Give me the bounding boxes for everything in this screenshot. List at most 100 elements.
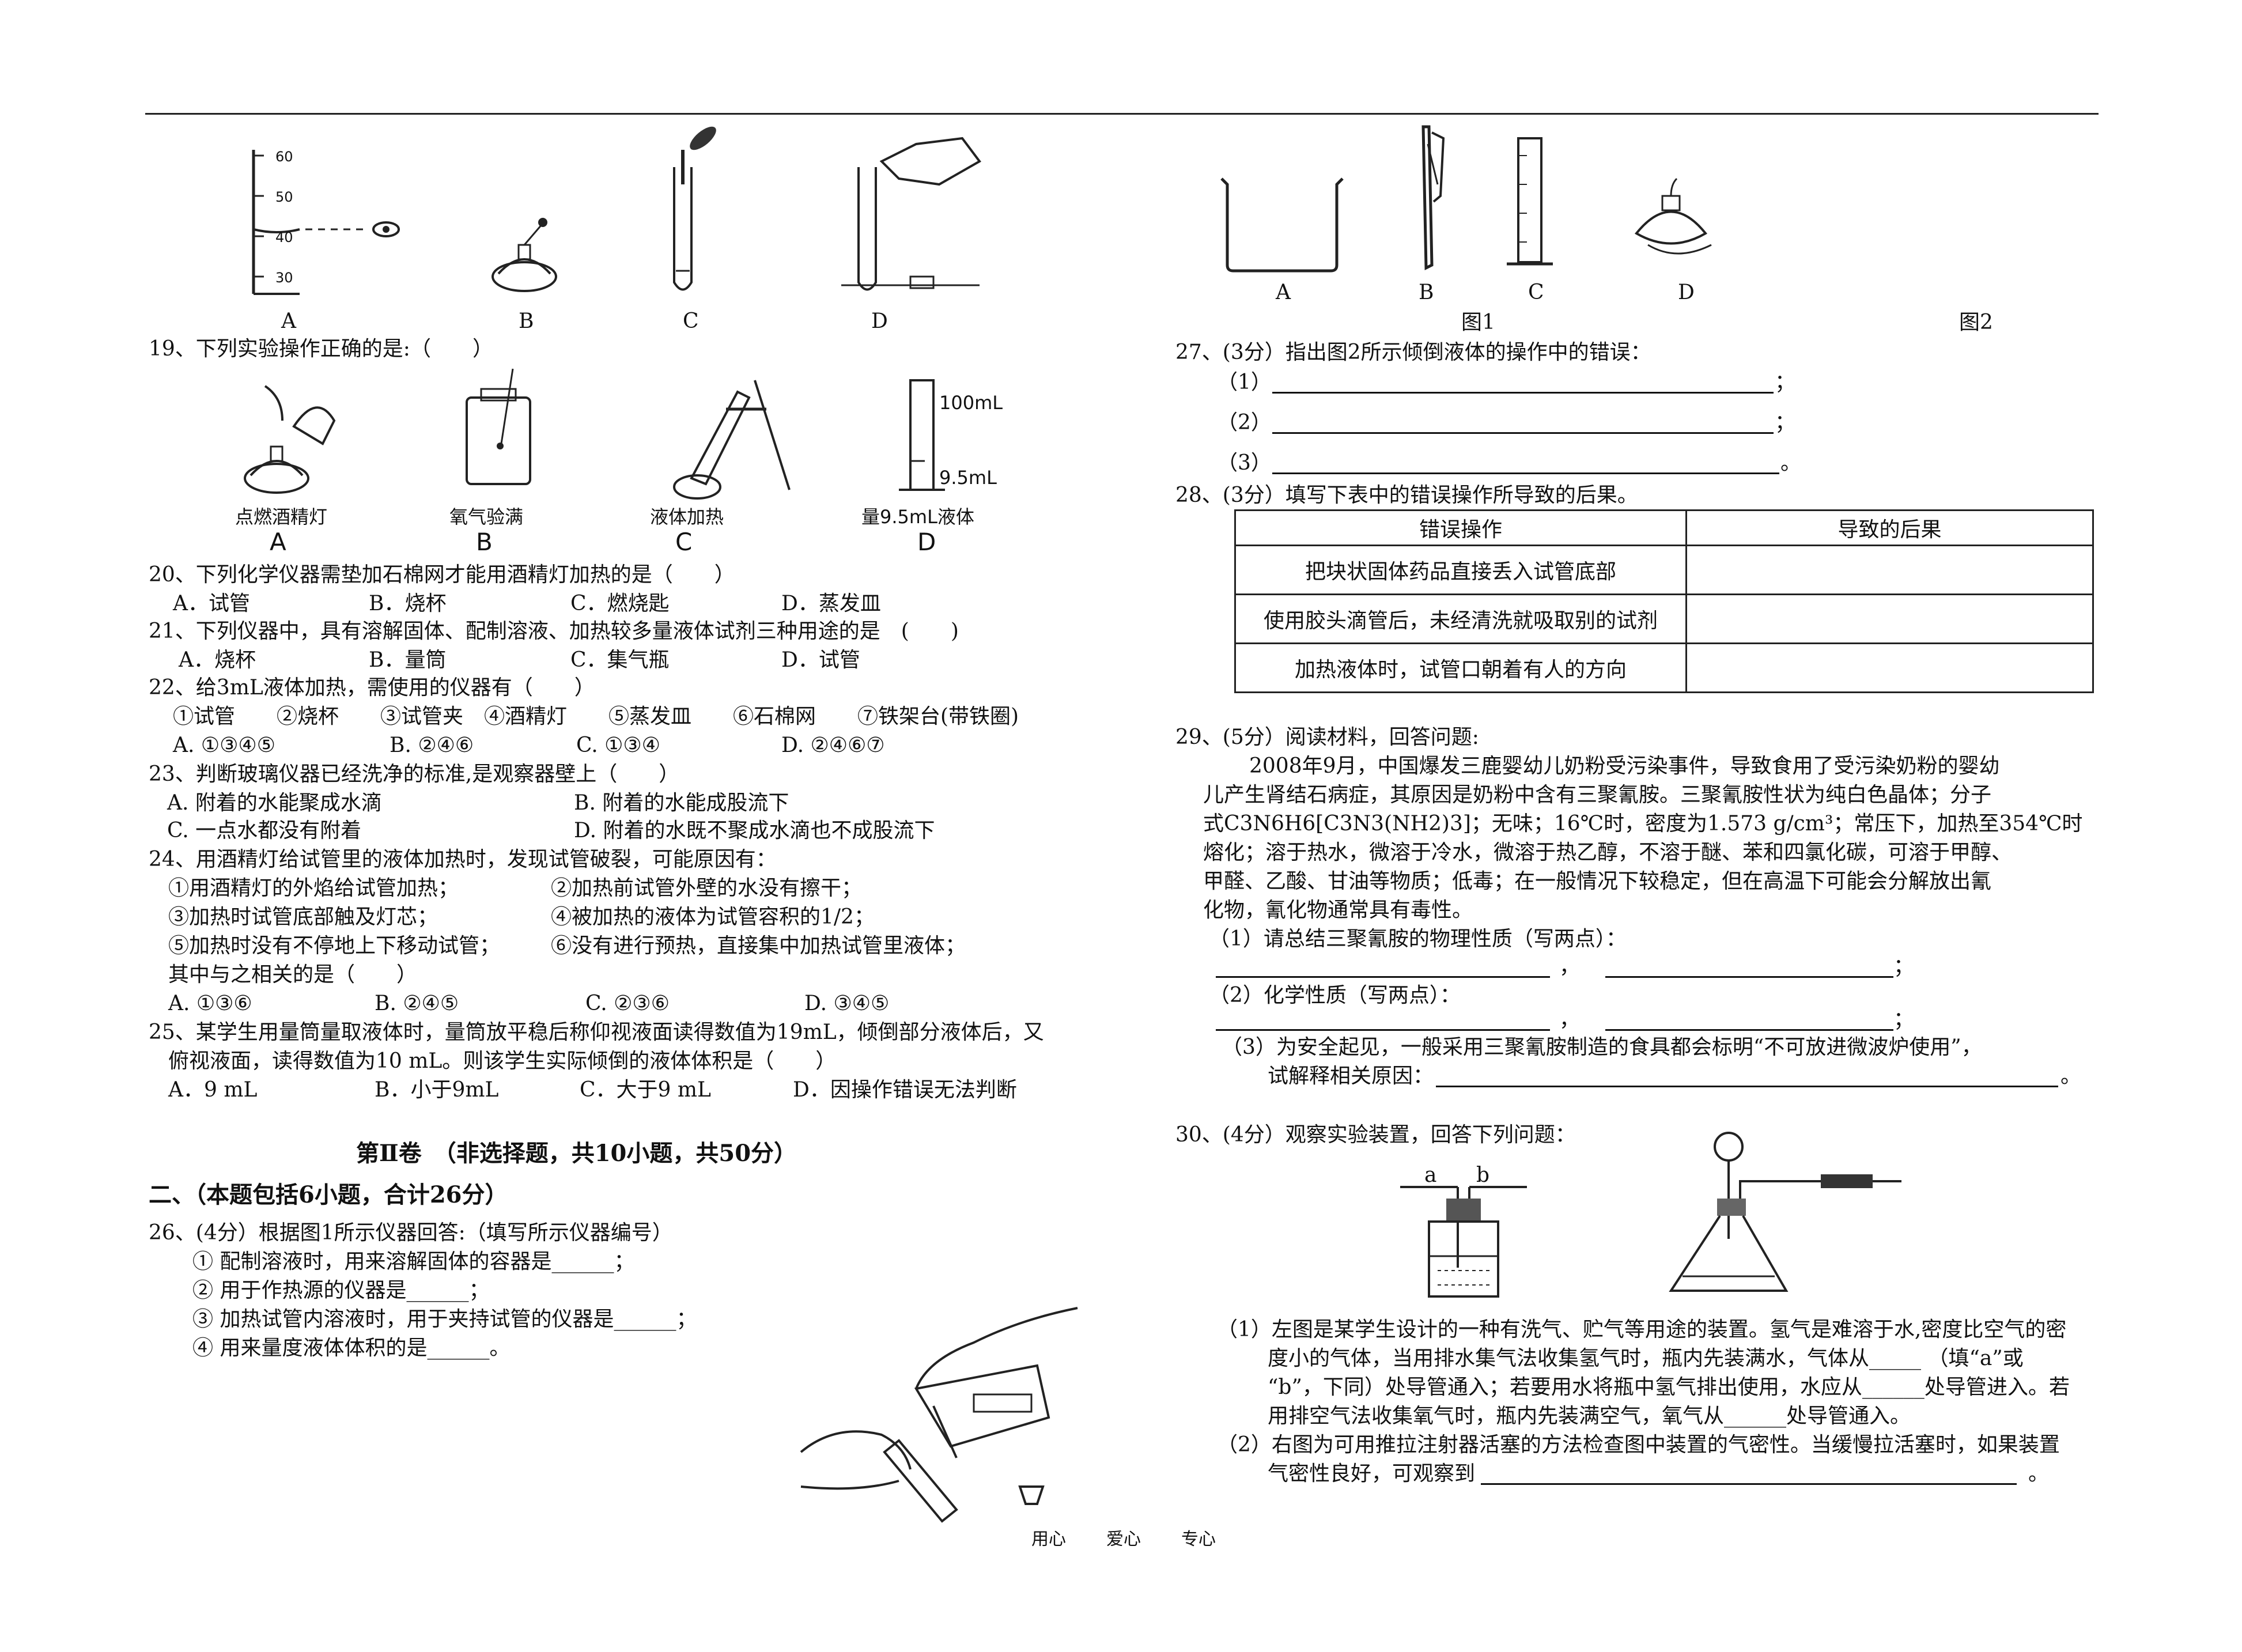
fig1-label-c: C [1528, 281, 1544, 304]
q29-sub3-line1: （3）为安全起见，一般采用三聚氰胺制造的食具都会标明“不可放进微波炉使用”， [1222, 1035, 1982, 1059]
q30-p2-line1: （2）右图为可用推拉注射器活塞的方法检查图中装置的气密性。当缓慢拉活塞时，如果装… [1217, 1433, 2060, 1457]
q27-mark-3: （3） [1217, 451, 1272, 475]
q26-item-4: ④ 用来量度液体体积的是______。 [192, 1336, 511, 1360]
figure-2-pouring-hands [800, 1307, 1078, 1523]
cylinder-reading-figure [252, 150, 400, 295]
part2-title: 第Ⅱ卷 （非选择题，共10小题，共50分） [356, 1140, 797, 1167]
q18-figure-row [252, 126, 981, 295]
q29-passage-4: 熔化；溶于热水，微溶于冷水，微溶于热乙醇，不溶于醚、苯和四氯化碳，可溶于甲醇、 [1203, 841, 2013, 864]
table-cell-operation: 加热液体时，试管口朝着有人的方向 [1234, 642, 1687, 693]
table-cell-consequence[interactable] [1685, 642, 2094, 693]
q19-caption-b: 氧气验满 [449, 506, 524, 528]
q27-mark-2: （2） [1217, 411, 1272, 434]
q21-opt-a: A．烧杯 [179, 648, 256, 672]
q30-p1-line3: “b”，下同）处导管通入；若要用水将瓶中氢气排出使用，水应从______处导管进… [1268, 1375, 2070, 1399]
dropper-test-tube-figure [673, 126, 716, 291]
q24-opt-d: D. ③④⑤ [804, 992, 890, 1015]
table-row: 把块状固体药品直接丢入试管底部 [1234, 545, 2094, 595]
q24-opt-a: A. ①③⑥ [168, 992, 252, 1015]
q21-opt-d: D．试管 [781, 648, 860, 672]
q19-caption-a: 点燃酒精灯 [235, 506, 328, 528]
q23-opt-a: A. 附着的水能聚成水滴 [167, 791, 382, 815]
header-rule [145, 113, 2099, 115]
q27-text: 27、(3分）指出图2所示倾倒液体的操作中的错误： [1175, 341, 1651, 364]
q27-answer-1[interactable] [1272, 372, 1774, 394]
q25-opt-a: A．9 mL [168, 1078, 258, 1102]
q30-apparatus-figure [1400, 1132, 1901, 1298]
q25-opt-d: D．因操作错误无法判断 [793, 1078, 1017, 1102]
table-row: 使用胶头滴管后，未经清洗就吸取别的试剂 [1234, 593, 2094, 644]
q18-label-a: A [281, 309, 296, 333]
q21-opt-c: C．集气瓶 [570, 648, 670, 672]
graduated-cylinder-icon [1507, 137, 1553, 266]
q29-passage-5: 甲醛、乙酸、甘油等物质；低毒；在一般情况下较稳定，但在高温下可能会分解放出氰 [1203, 870, 1992, 893]
q24-line1-left: ①用酒精灯的外焰给试管加热； [168, 876, 459, 900]
fig1-label-d: D [1678, 281, 1695, 304]
figure-1-instruments [1220, 125, 1712, 273]
q25-opt-c: C．大于9 mL [580, 1078, 711, 1102]
q30-p2-answer[interactable] [1481, 1464, 2017, 1485]
q29-sub1-answer-2[interactable] [1605, 957, 1893, 978]
q25-opt-b: B．小于9mL [375, 1078, 499, 1102]
q29-passage-2: 儿产生肾结石病症，其原因是奶粉中含有三聚氰胺。三聚氰胺性状为纯白色晶体；分子 [1203, 783, 1992, 807]
q30-p1-line2: 度小的气体，当用排水集气法收集氢气时，瓶内先装满水，气体从_____ （填“a”… [1268, 1347, 2024, 1370]
q19-letter-c: C [675, 528, 693, 556]
pouring-figure [841, 137, 981, 291]
q19-letter-a: A [270, 528, 286, 556]
q29-sub2-answer-2[interactable] [1605, 1010, 1893, 1031]
table-cell-operation: 使用胶头滴管后，未经清洗就吸取别的试剂 [1234, 593, 1687, 644]
q29-text: 29、(5分）阅读材料，回答问题: [1175, 725, 1479, 749]
q29-passage-1: 2008年9月，中国爆发三鹿婴幼儿奶粉受污染事件，导致食用了受污染奶粉的婴幼 [1249, 754, 2000, 778]
q29-sub1-answer-1[interactable] [1216, 957, 1550, 978]
q24-line2-left: ③加热时试管底部触及灯芯； [168, 905, 438, 929]
q29-passage-6: 化物，氰化物通常具有毒性。 [1203, 898, 1473, 922]
q26-item-2: ② 用于作热源的仪器是______； [192, 1279, 490, 1302]
q20-opt-a: A．试管 [173, 592, 250, 615]
fig1-label-b: B [1419, 281, 1434, 304]
q27-end-3: 。 [1780, 451, 1802, 475]
q29-passage-3: 式C3N6H6[C3N3(NH2)3]；无味；16℃时，密度为1.573 g/c… [1203, 812, 2083, 836]
q29-sub3-answer[interactable] [1436, 1066, 2058, 1087]
q19-caption-d: 量9.5mL液体 [861, 506, 974, 528]
q28-text: 28、(3分）填写下表中的错误操作所导致的后果。 [1175, 483, 1638, 507]
q29-sub1-semicolon: ； [1893, 955, 1915, 978]
q29-sub2-comma: ， [1559, 1008, 1581, 1031]
q24-line2-right: ④被加热的液体为试管容积的1/2； [551, 905, 875, 929]
q21-text: 21、下列仪器中，具有溶解固体、配制溶液、加热较多量液体试剂三种用途的是 ( ) [149, 619, 959, 643]
table-header-row: 错误操作 导致的后果 [1234, 509, 2094, 546]
q22-opt-c: C. ①③④ [576, 734, 660, 757]
q22-opt-d: D. ②④⑥⑦ [781, 734, 885, 757]
table-cell-consequence[interactable] [1685, 545, 2094, 595]
q19-letter-d: D [917, 528, 936, 556]
q27-end-1: ； [1775, 371, 1796, 394]
q24-opt-c: C. ②③⑥ [585, 992, 670, 1015]
q19-d-label-100ml: 100mL [939, 392, 1003, 414]
table-header: 导致的后果 [1685, 509, 2094, 546]
q20-opt-d: D．蒸发皿 [781, 592, 881, 615]
q21-opt-b: B．量筒 [369, 648, 447, 672]
footer-item-1: 用心 [1031, 1529, 1066, 1549]
q26-text: 26、(4分）根据图1所示仪器回答:（填写所示仪器编号） [149, 1221, 673, 1245]
table-row: 加热液体时，试管口朝着有人的方向 [1234, 642, 2094, 693]
q29-sub2-answer-1[interactable] [1216, 1010, 1550, 1031]
figure-1-caption: 图1 [1461, 311, 1495, 334]
q18-label-b: B [519, 309, 534, 333]
q30-p1-line4: 用排空气法收集氧气时，瓶内先装满空气，氧气从______处导管通入。 [1268, 1404, 1911, 1428]
q19-b-figure [466, 368, 531, 485]
table-cell-consequence[interactable] [1685, 593, 2094, 644]
q27-answer-2[interactable] [1272, 413, 1774, 434]
figure-2-caption: 图2 [1959, 311, 1993, 334]
q29-sub1: （1）请总结三聚氰胺的物理性质（写两点）： [1209, 927, 1627, 951]
q29-sub1-comma: ， [1559, 955, 1581, 978]
q30-label-a: a [1424, 1163, 1437, 1187]
q30-label-b: b [1476, 1163, 1490, 1187]
q23-text: 23、判断玻璃仪器已经洗净的标准,是观察器壁上（ ） [149, 762, 680, 786]
table-header: 错误操作 [1234, 509, 1687, 546]
q22-items: ①试管 ②烧杯 ③试管夹 ④酒精灯 ⑤蒸发皿 ⑥石棉网 ⑦铁架台(带铁圈) [173, 705, 1019, 728]
tick-60: 60 [275, 149, 293, 165]
q24-tail: 其中与之相关的是（ ） [168, 963, 418, 986]
q19-a-figure [244, 385, 336, 494]
q27-answer-3[interactable] [1272, 453, 1779, 474]
q29-sub3-period: 。 [2060, 1064, 2082, 1088]
q24-line3-left: ⑤加热时没有不停地上下移动试管； [168, 934, 501, 958]
